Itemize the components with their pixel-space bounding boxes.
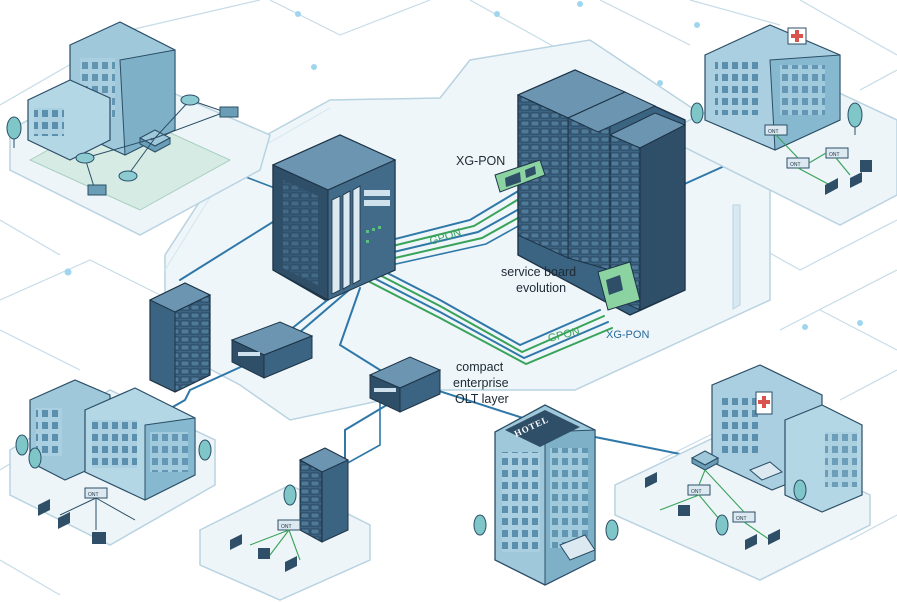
tree-icon [690,102,704,124]
hospital-cross-icon [758,396,770,408]
ont-icon: ONT [825,147,849,159]
xgpon-bottom-label: XG-PON [606,329,649,341]
tree-icon [283,484,297,506]
tree-icon [473,514,487,536]
ont-icon: ONT [687,484,711,496]
hospital-cross-icon [791,30,803,42]
svg-text:ONT: ONT [88,492,99,498]
router-icon [690,450,720,471]
laptop-icon [230,534,242,550]
tree-icon [6,116,22,148]
compact-label-3: OLT layer [455,392,509,406]
desktop-icon [92,532,106,544]
svg-text:ONT: ONT [768,129,779,135]
laptop-icon [58,512,70,529]
laptop-icon [850,172,862,188]
ont-icon: ONT [732,511,756,523]
tree-icon [605,519,619,541]
service-board-label-2: evolution [516,281,566,295]
svg-text:ONT: ONT [829,152,840,158]
laptop-icon [825,178,838,195]
compact-label-2: enterprise [453,376,509,390]
laptop-icon [285,556,297,572]
service-board-xgpon-bottom [597,261,641,311]
hotel-building: HOTEL [473,404,619,586]
laptop-icon [745,534,757,550]
tree-icon [28,447,42,469]
office-building-bottom-left [29,379,196,501]
hospital-campus-top: ONT ONT ONT [679,24,897,226]
olt-rack-icon [271,134,397,301]
svg-text:ONT: ONT [281,524,292,530]
tree-icon [15,434,29,456]
server-rack-icon [298,447,350,543]
small-campus: ONT [199,447,371,601]
svg-text:ONT: ONT [790,162,801,168]
tree-icon [793,479,807,501]
ont-icon: ONT [764,124,788,136]
compact-label-1: compact [456,360,504,374]
service-board-label-1: service board [501,265,576,279]
tree-icon [847,102,863,135]
enterprise-campus: ONT [9,379,216,546]
ont-icon: ONT [786,157,810,169]
server-rack-icon [148,282,212,393]
ont-icon: ONT [277,519,301,531]
tree-icon [198,439,212,461]
xgpon-top-label: XG-PON [456,154,505,168]
laptop-icon [38,499,50,516]
laptop-icon [645,472,657,488]
hospital-building-top [704,24,841,151]
desktop-icon [258,548,270,559]
svg-text:ONT: ONT [736,516,747,522]
compact-olt-center [368,356,442,413]
hospital-campus-bottom: ONT ONT [614,364,871,581]
compact-olt-left [230,321,314,379]
ont-icon: ONT [84,487,108,499]
campus-top-left: ✕ [6,21,271,236]
svg-text:ONT: ONT [691,489,702,495]
desktop-icon [860,160,872,172]
svg-text:✕: ✕ [150,137,154,143]
service-board-xgpon-top [494,159,546,193]
desktop-icon [678,505,690,516]
laptop-icon [768,529,780,545]
office-building-top-left [27,21,176,161]
tree-icon [715,514,729,536]
